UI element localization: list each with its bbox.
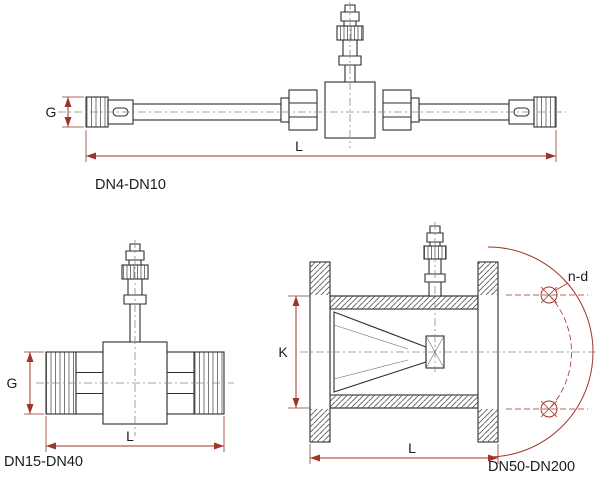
left-coupling-nut [288,89,318,131]
bolt-circle-view: n-d [487,246,594,458]
dimension-l-right: L [309,440,499,464]
cone-detail-lines [333,324,409,380]
dim-label-g: G [46,104,57,120]
right-flange-hatch-bottom [478,409,498,442]
leader-line [555,282,569,291]
bolt-hole-crosses [540,286,558,418]
dim-label-l: L [408,440,416,456]
extension-lines [309,444,499,464]
bolt-circle-arc [548,294,572,410]
left-step [280,97,290,123]
nut-flat-lines [289,102,411,118]
view-label-dn15-dn40: DN15-DN40 [4,454,83,470]
hex-flat-lines [76,371,194,395]
tube-top-wall [329,295,479,310]
dimension-g-left: G [7,351,44,415]
right-coupling-nut [382,89,412,131]
view-dn4-dn10: G L DN4-DN10 [46,2,566,193]
right-step [410,97,420,123]
view-dn15-dn40: G L DN15-DN40 [4,240,234,470]
dimension-l-left: L [45,416,225,452]
sensor-assembly [336,4,364,83]
dimension-l-top: L [85,130,557,162]
view-label-dn50-dn200: DN50-DN200 [488,459,575,475]
left-flange-hatch-bottom [310,409,330,442]
bolt-hole-centerlines [506,294,588,410]
right-flange-hatch-top [478,262,498,295]
dim-label-k: K [278,344,288,360]
tube-bottom-wall [329,394,479,409]
dim-label-l: L [126,428,134,444]
dimension-k: K [278,295,310,409]
dim-label-g: G [7,375,18,391]
dim-label-n-d: n-d [568,268,588,284]
left-flange-hatch-top [310,262,330,295]
extension-lines [85,130,557,162]
view-label-dn4-dn10: DN4-DN10 [95,177,166,193]
dimension-g-top: G [46,96,84,128]
dim-label-l: L [295,138,303,154]
flange-outline-arc [487,246,594,458]
view-dn50-dn200: n-d K L DN50-DN200 [278,222,596,475]
